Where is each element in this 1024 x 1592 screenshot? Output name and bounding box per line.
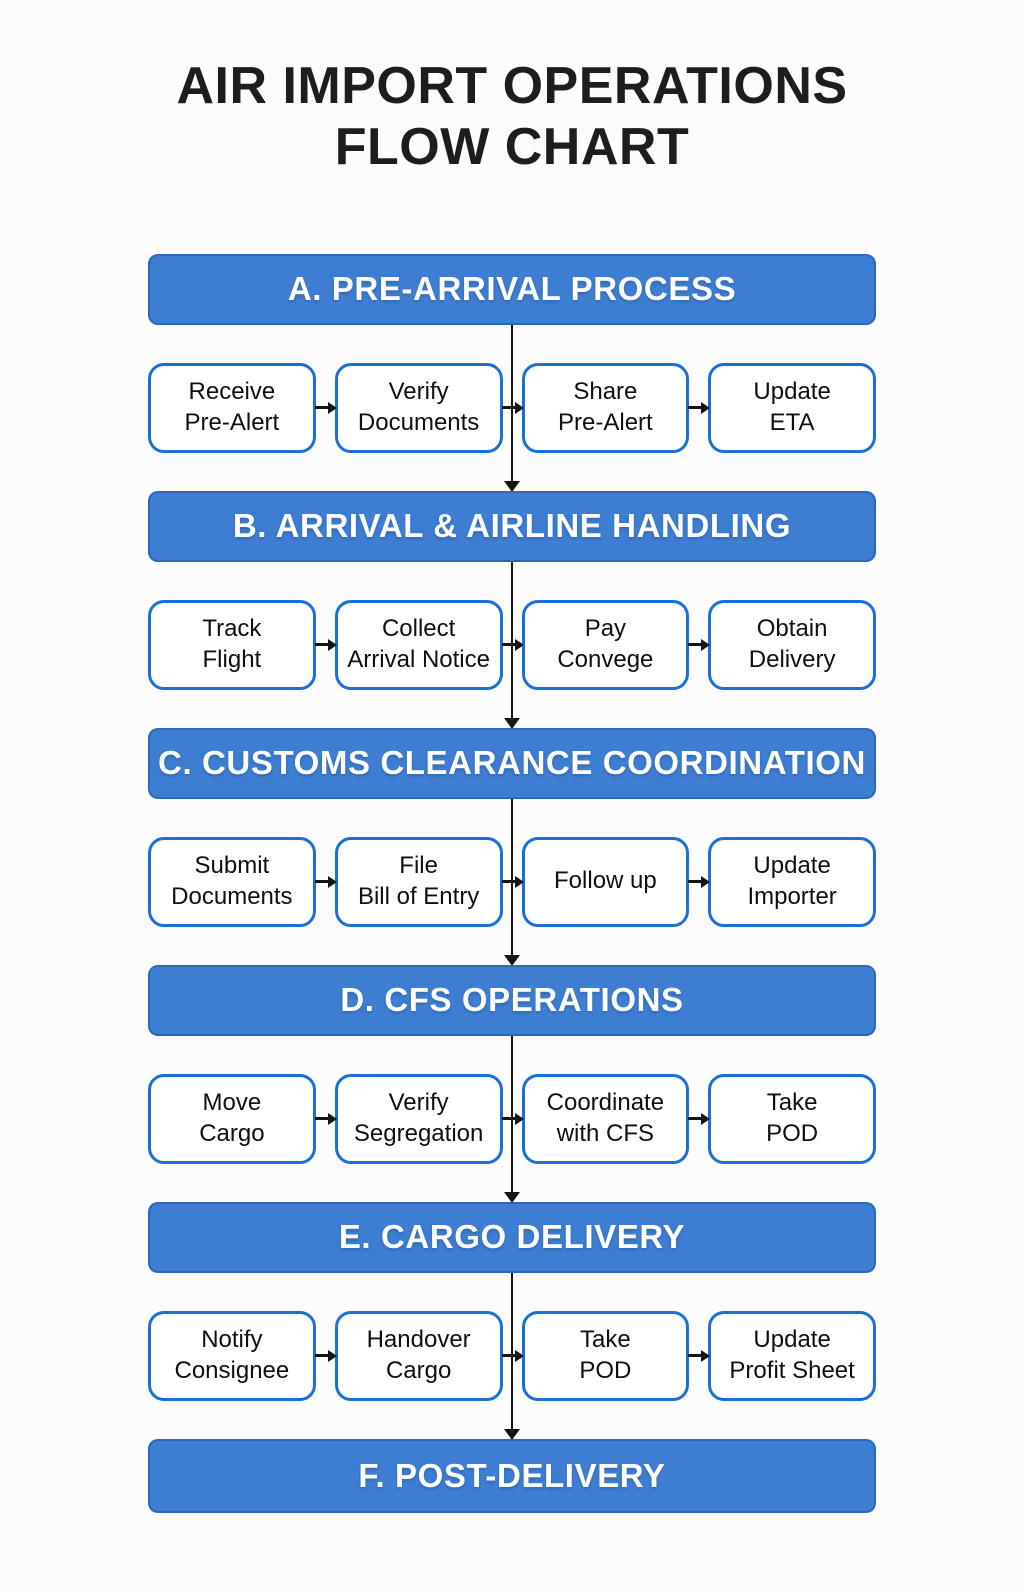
section-c-steps-row: Submit Documents File Bill of Entry Foll… xyxy=(148,836,876,927)
section-cfs-operations: D. CFS OPERATIONS Move Cargo Verify Segr… xyxy=(148,964,876,1203)
section-e-row-wrap: Notify Consignee Handover Cargo Take POD… xyxy=(148,1272,876,1440)
arrow-right-icon xyxy=(314,1112,335,1126)
section-d-row-wrap: Move Cargo Verify Segregation Coordinate… xyxy=(148,1035,876,1203)
arrow-right-icon xyxy=(688,638,708,652)
step-label: Pay Convege xyxy=(557,614,654,673)
arrow-right-icon xyxy=(688,1349,708,1363)
section-b-header: B. ARRIVAL & AIRLINE HANDLING xyxy=(148,490,876,562)
arrow-right-icon xyxy=(314,401,335,415)
step-label: Handover Cargo xyxy=(366,1325,471,1384)
step-box-verify-documents: Verify Documents xyxy=(334,362,503,453)
flow-connector-c-d xyxy=(504,798,520,966)
step-box-obtain-delivery: Obtain Delivery xyxy=(708,599,876,690)
step-label: Verify Documents xyxy=(357,377,480,436)
arrow-right-icon xyxy=(501,1112,522,1126)
step-box-file-bill-of-entry: File Bill of Entry xyxy=(334,836,503,927)
section-c-header: C. CUSTOMS CLEARANCE COORDINATION xyxy=(148,727,876,799)
step-box-track-flight: Track Flight xyxy=(148,599,316,690)
step-label: Update Profit Sheet xyxy=(729,1325,855,1384)
section-a-header: A. PRE-ARRIVAL PROCESS xyxy=(148,253,876,325)
arrow-right-icon xyxy=(501,401,522,415)
arrow-right-icon xyxy=(688,875,708,889)
arrow-right-icon xyxy=(688,401,708,415)
section-f-header: F. POST-DELIVERY xyxy=(148,1438,876,1513)
step-box-submit-documents: Submit Documents xyxy=(148,836,316,927)
step-label: Verify Segregation xyxy=(353,1088,484,1147)
step-box-collect-arrival-notice: Collect Arrival Notice xyxy=(334,599,503,690)
step-label: Take POD xyxy=(766,1088,819,1147)
flow-connector-e-f xyxy=(504,1272,520,1440)
arrow-down-icon xyxy=(504,480,520,492)
section-pre-arrival: A. PRE-ARRIVAL PROCESS Receive Pre-Alert… xyxy=(148,253,876,492)
step-label: Submit Documents xyxy=(171,851,293,910)
section-arrival-airline-handling: B. ARRIVAL & AIRLINE HANDLING Track Flig… xyxy=(148,490,876,729)
step-box-pay-convege: Pay Convege xyxy=(521,599,690,690)
arrow-right-icon xyxy=(314,875,335,889)
step-label: Update ETA xyxy=(753,377,831,436)
arrow-down-icon xyxy=(504,1191,520,1203)
step-box-take-pod-cfs: Take POD xyxy=(708,1073,876,1164)
step-label: File Bill of Entry xyxy=(357,851,480,910)
section-e-steps-row: Notify Consignee Handover Cargo Take POD… xyxy=(148,1310,876,1401)
flow-chart: A. PRE-ARRIVAL PROCESS Receive Pre-Alert… xyxy=(148,253,876,1513)
arrow-down-icon xyxy=(504,954,520,966)
arrow-right-icon xyxy=(314,638,335,652)
step-box-receive-pre-alert: Receive Pre-Alert xyxy=(148,362,316,453)
step-label: Update Importer xyxy=(747,851,837,910)
section-a-row-wrap: Receive Pre-Alert Verify Documents Share… xyxy=(148,324,876,492)
arrow-right-icon xyxy=(501,638,522,652)
step-box-coordinate-with-cfs: Coordinate with CFS xyxy=(521,1073,690,1164)
flow-connector-b-c xyxy=(504,561,520,729)
step-label: Notify Consignee xyxy=(174,1325,290,1384)
step-box-update-profit-sheet: Update Profit Sheet xyxy=(708,1310,876,1401)
step-box-handover-cargo: Handover Cargo xyxy=(334,1310,503,1401)
arrow-down-icon xyxy=(504,1428,520,1440)
step-box-notify-consignee: Notify Consignee xyxy=(148,1310,316,1401)
step-label: Share Pre-Alert xyxy=(558,377,653,436)
section-e-header: E. CARGO DELIVERY xyxy=(148,1201,876,1273)
section-a-steps-row: Receive Pre-Alert Verify Documents Share… xyxy=(148,362,876,453)
section-b-row-wrap: Track Flight Collect Arrival Notice Pay … xyxy=(148,561,876,729)
step-box-verify-segregation: Verify Segregation xyxy=(334,1073,503,1164)
section-d-header: D. CFS OPERATIONS xyxy=(148,964,876,1036)
step-label: Track Flight xyxy=(202,614,262,673)
section-b-steps-row: Track Flight Collect Arrival Notice Pay … xyxy=(148,599,876,690)
step-box-update-importer: Update Importer xyxy=(708,836,876,927)
section-d-steps-row: Move Cargo Verify Segregation Coordinate… xyxy=(148,1073,876,1164)
arrow-down-icon xyxy=(504,717,520,729)
arrow-right-icon xyxy=(314,1349,335,1363)
step-label: Obtain Delivery xyxy=(748,614,836,673)
step-label: Coordinate with CFS xyxy=(546,1088,665,1147)
flow-connector-d-e xyxy=(504,1035,520,1203)
step-label: Collect Arrival Notice xyxy=(347,614,490,673)
step-label: Take POD xyxy=(579,1325,632,1384)
section-cargo-delivery: E. CARGO DELIVERY Notify Consignee Hando… xyxy=(148,1201,876,1440)
section-customs-clearance: C. CUSTOMS CLEARANCE COORDINATION Submit… xyxy=(148,727,876,966)
step-box-update-eta: Update ETA xyxy=(708,362,876,453)
flowchart-canvas: AIR IMPORT OPERATIONS FLOW CHART A. PRE-… xyxy=(0,56,1024,1592)
page-title: AIR IMPORT OPERATIONS FLOW CHART xyxy=(176,57,848,176)
step-box-move-cargo: Move Cargo xyxy=(148,1073,316,1164)
step-box-share-pre-alert: Share Pre-Alert xyxy=(521,362,690,453)
arrow-right-icon xyxy=(688,1112,708,1126)
step-label: Follow up xyxy=(554,867,657,895)
section-post-delivery: F. POST-DELIVERY xyxy=(148,1438,876,1513)
flow-connector-a-b xyxy=(504,324,520,492)
step-label: Move Cargo xyxy=(199,1088,265,1147)
arrow-right-icon xyxy=(501,875,522,889)
step-label: Receive Pre-Alert xyxy=(184,377,280,436)
step-box-follow-up: Follow up xyxy=(521,836,690,927)
arrow-right-icon xyxy=(501,1349,522,1363)
section-c-row-wrap: Submit Documents File Bill of Entry Foll… xyxy=(148,798,876,966)
step-box-take-pod-delivery: Take POD xyxy=(521,1310,690,1401)
